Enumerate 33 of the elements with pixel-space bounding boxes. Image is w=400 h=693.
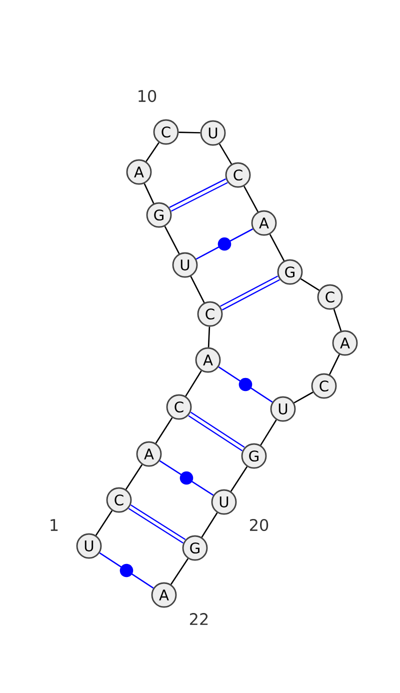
- backbone-line: [185, 370, 202, 397]
- position-number: 10: [138, 90, 156, 102]
- backbone-line: [95, 510, 113, 536]
- position-number: 22: [190, 613, 208, 625]
- position-number: 1: [50, 519, 58, 531]
- backbone-line: [178, 132, 200, 134]
- backbone-line: [201, 512, 218, 538]
- backbone-line: [155, 417, 173, 444]
- backbone-line: [243, 186, 259, 212]
- backbone-line: [269, 234, 285, 262]
- position-number: 20: [250, 518, 268, 532]
- backbone-line: [218, 144, 232, 164]
- backbone-line: [300, 278, 320, 291]
- base-pair-line: [218, 366, 273, 403]
- backbone-line: [190, 276, 205, 303]
- backbone-line: [144, 183, 154, 204]
- base-pair-line: [220, 276, 280, 310]
- backbone-line: [260, 419, 277, 446]
- backbone-line: [208, 326, 210, 348]
- base-pair-line: [99, 552, 154, 589]
- base-pair-line: [188, 412, 245, 452]
- base-pair-line: [128, 504, 186, 544]
- backbone-line: [146, 142, 160, 162]
- backbone-line: [294, 392, 314, 404]
- base-pair-line: [196, 228, 254, 260]
- base-pair-line: [159, 460, 214, 496]
- backbone-line: [125, 464, 143, 490]
- backbone-line: [328, 354, 340, 375]
- backbone-line: [333, 308, 342, 332]
- backbone-line: [230, 466, 248, 492]
- base-pair-line: [169, 178, 228, 212]
- backbone-line: [170, 558, 189, 585]
- backbone-line: [164, 226, 180, 254]
